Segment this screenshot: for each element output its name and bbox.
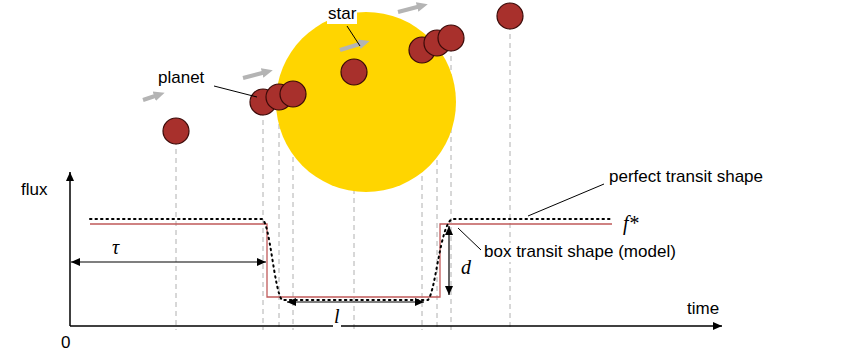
star-disc — [276, 12, 456, 192]
axes — [70, 172, 722, 326]
axis-label: time — [686, 300, 720, 319]
curve-label: box transit shape (model) — [483, 243, 677, 262]
dimension-symbol: l — [333, 305, 341, 327]
flux-level-symbol: f* — [622, 212, 640, 234]
dimension-symbol: τ — [111, 236, 120, 258]
dimension-arrows — [71, 226, 449, 302]
axis-label: 0 — [60, 334, 71, 353]
leader-lines — [214, 26, 604, 250]
planets — [163, 3, 523, 144]
axis-label: flux — [20, 181, 48, 200]
dimension-symbol: d — [460, 256, 472, 278]
star-label: star — [327, 5, 357, 24]
planet-label: planet — [157, 69, 205, 88]
curve-label: perfect transit shape — [608, 168, 764, 187]
